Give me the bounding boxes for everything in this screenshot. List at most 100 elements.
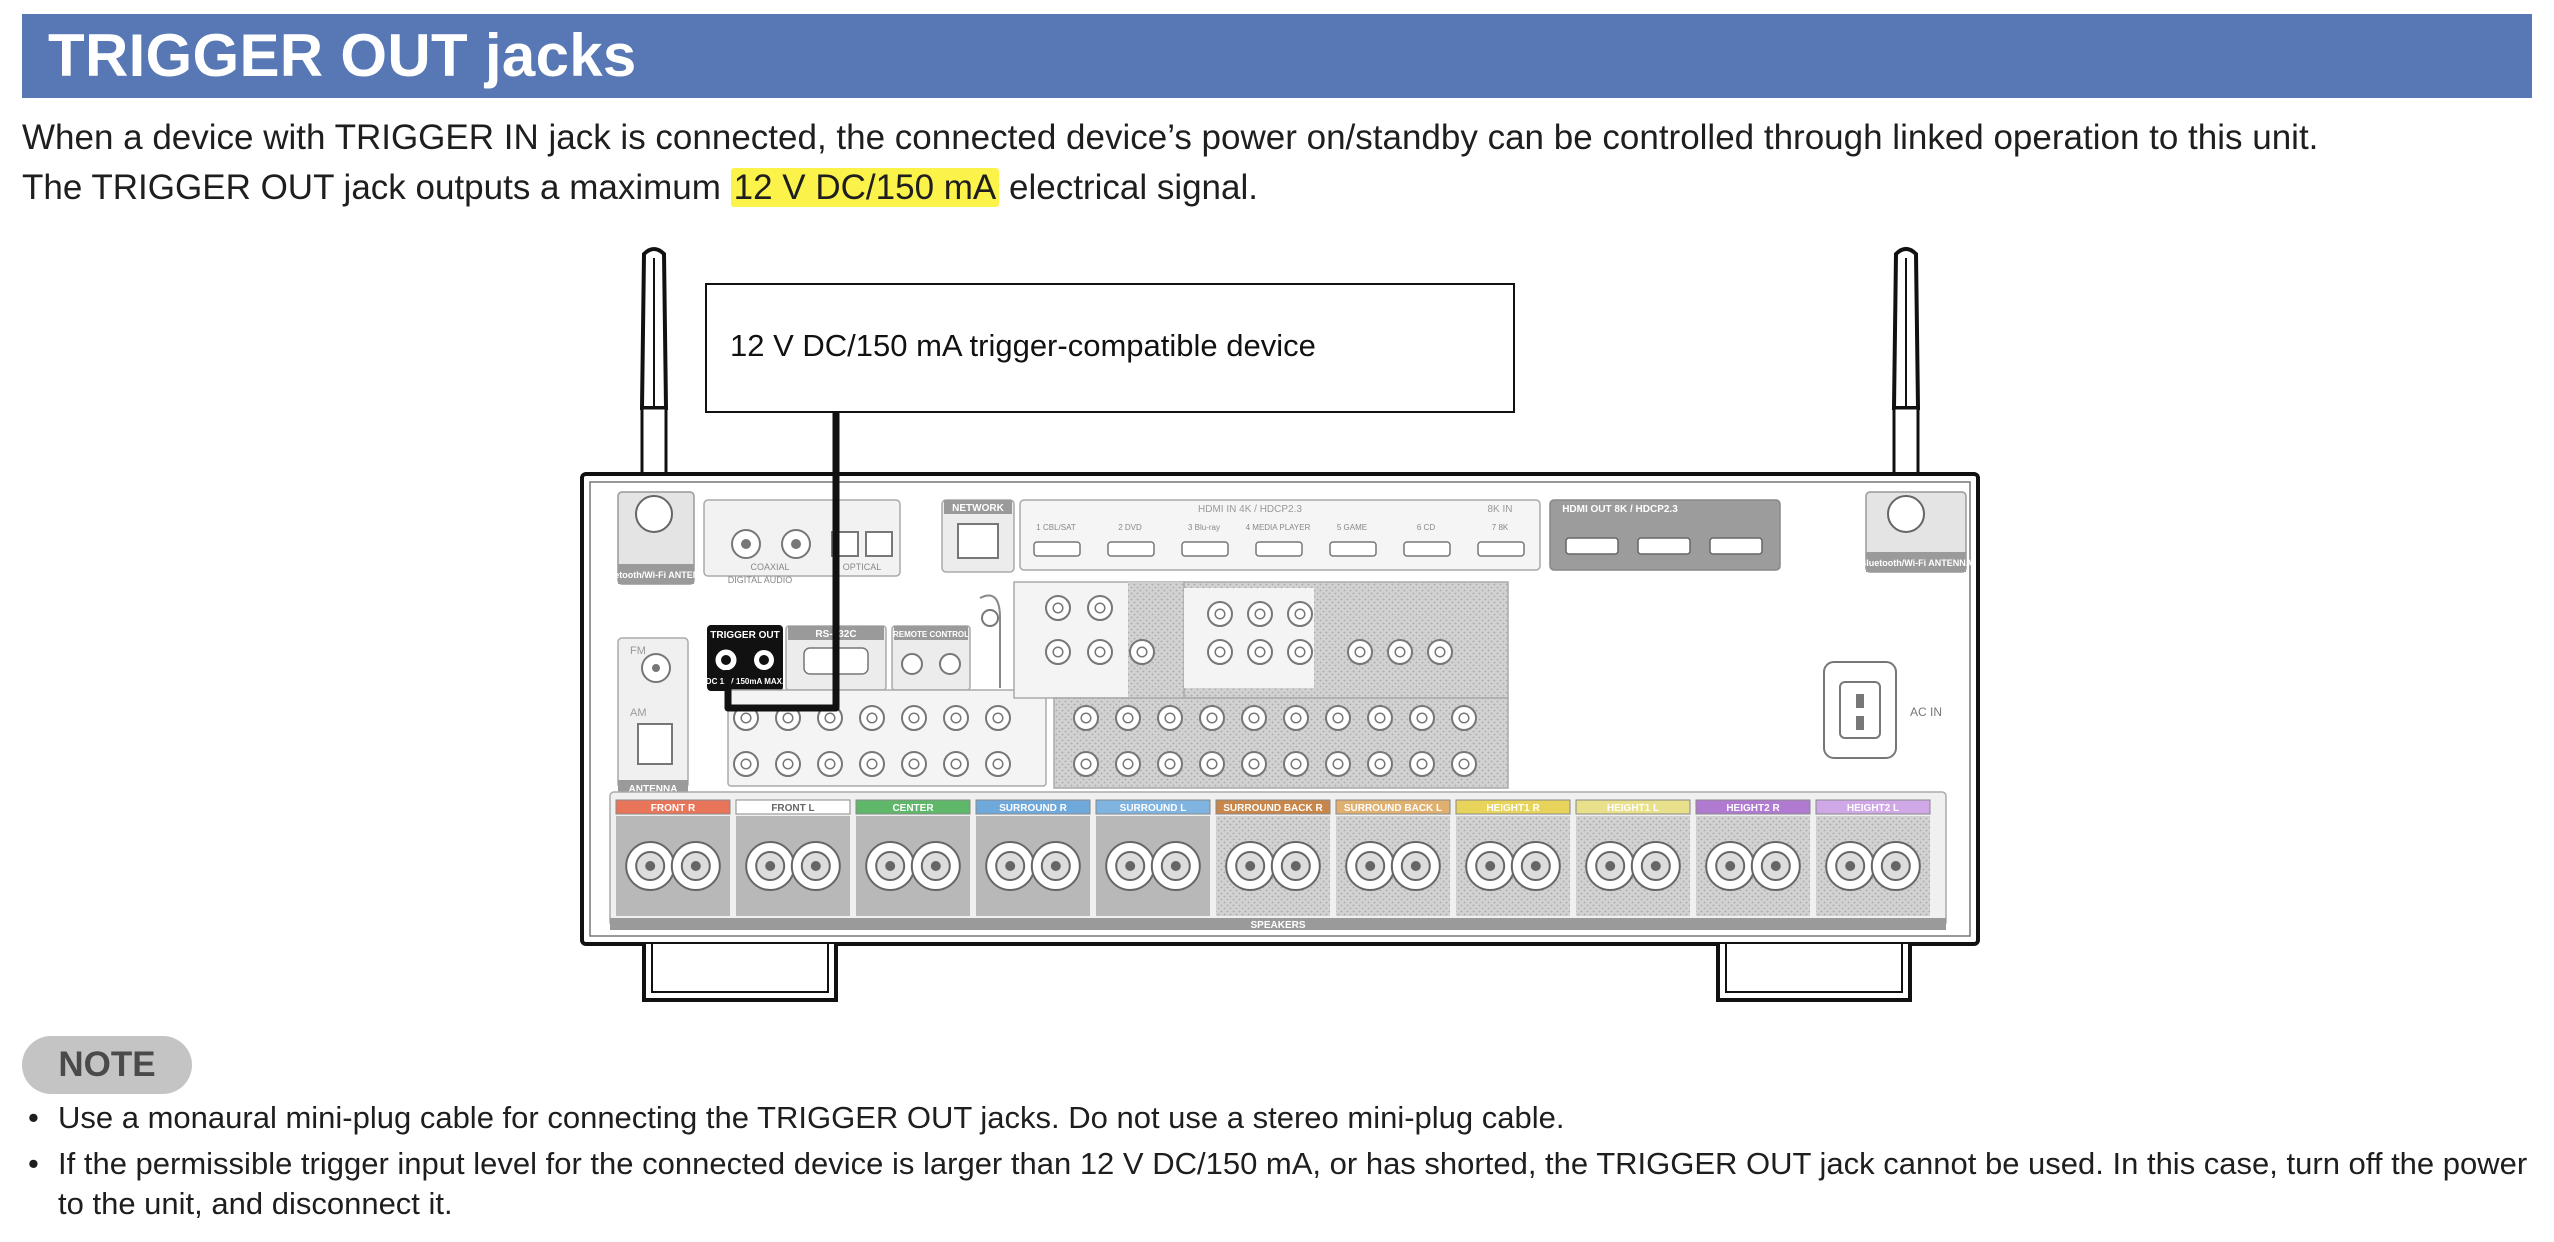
trigger-device-box: [705, 283, 1515, 413]
note-item: • Use a monaural mini-plug cable for con…: [22, 1098, 2532, 1138]
rca-jack: [733, 751, 759, 777]
rca-jack: [1087, 595, 1113, 621]
hdmi-port: [1107, 541, 1155, 557]
hdmi-port: [1403, 541, 1451, 557]
rca-jack: [1199, 705, 1225, 731]
rca-jack: [1287, 601, 1313, 627]
rca-jack: [1287, 639, 1313, 665]
speaker-channel-label: HEIGHT2 R: [1726, 803, 1780, 814]
highlighted-spec: 12 V DC/150 mA: [730, 168, 1000, 207]
speaker-channel-label: FRONT L: [771, 803, 814, 814]
rca-jack: [1045, 595, 1071, 621]
rca-jack: [1115, 705, 1141, 731]
speaker-channel-tab: [1575, 799, 1691, 815]
am-label: AM: [630, 707, 647, 719]
foot-left: [642, 944, 838, 1002]
video-jacks: [1045, 595, 1477, 777]
trigger-spec-label: DC 12V 150mA MAX.: [706, 677, 784, 686]
rca-jack: [901, 705, 927, 731]
remote-control-label: REMOTE CONTROL: [893, 630, 969, 639]
rca-jack: [1325, 751, 1351, 777]
rca-jack: [1073, 751, 1099, 777]
rca-jack: [1157, 705, 1183, 731]
bullet-icon: •: [28, 1146, 39, 1181]
speaker-channel-tab: [1815, 799, 1931, 815]
speaker-channel-tab: [1695, 799, 1811, 815]
rca-jack: [1367, 751, 1393, 777]
rca-jack: [1241, 705, 1267, 731]
hdmi-input-label: 4 MEDIA PLAYER: [1246, 523, 1311, 532]
rca-jack: [1451, 705, 1477, 731]
speaker-channel-label: SURROUND L: [1120, 803, 1187, 814]
rca-jack: [985, 751, 1011, 777]
note-item-text: Use a monaural mini-plug cable for conne…: [58, 1100, 1565, 1135]
connection-diagram: Bluetooth/Wi-Fi ANTENNA Bluetooth/Wi-Fi …: [580, 247, 1980, 1002]
hdmi-input-label: 7 8K: [1492, 523, 1509, 532]
hdmi-input-label: 5 GAME: [1337, 523, 1367, 532]
network-label: NETWORK: [952, 503, 1004, 514]
speaker-channel-tab: [735, 799, 851, 815]
hdmi-input-label: 1 CBL/SAT: [1036, 523, 1076, 532]
hdmi-8k-label: 8K IN: [1487, 504, 1512, 515]
note-list: • Use a monaural mini-plug cable for con…: [22, 1098, 2532, 1230]
digital-audio-label: DIGITAL AUDIO: [728, 575, 793, 585]
hdmi-port: [1033, 541, 1081, 557]
rca-jack: [817, 751, 843, 777]
device-label: 12 V DC/150 mA trigger-compatible device: [730, 328, 1316, 363]
intro-line-2-start: The TRIGGER OUT jack outputs a maximum: [22, 168, 731, 207]
rca-jack: [1427, 639, 1453, 665]
trigger-cable: [724, 412, 840, 712]
antenna-section-label: ANTENNA: [629, 784, 678, 795]
speaker-channel-label: FRONT R: [651, 803, 696, 814]
speaker-channel-label: SURROUND R: [999, 803, 1068, 814]
speaker-channel-label: HEIGHT1 L: [1607, 803, 1659, 814]
rca-jack: [901, 751, 927, 777]
rca-jack: [1283, 705, 1309, 731]
rca-jack: [1247, 601, 1273, 627]
antenna-left-label: Bluetooth/Wi-Fi ANTENNA: [600, 570, 713, 580]
speaker-channel-tab: [1335, 799, 1451, 815]
speaker-channel-label: HEIGHT1 R: [1486, 803, 1540, 814]
antenna-right-label: Bluetooth/Wi-Fi ANTENNA: [1860, 558, 1973, 568]
rca-jack: [859, 751, 885, 777]
rca-jack: [1115, 751, 1141, 777]
speaker-channel-label: SURROUND BACK L: [1344, 803, 1442, 814]
rca-jack: [775, 751, 801, 777]
rca-jack: [1409, 705, 1435, 731]
coaxial-label: COAXIAL: [750, 562, 789, 572]
trigger-out-panel-label: TRIGGER OUT: [710, 630, 779, 641]
note-badge: NOTE: [22, 1036, 192, 1094]
speaker-channel-label: SURROUND BACK R: [1223, 803, 1323, 814]
speakers-label: SPEAKERS: [1250, 920, 1305, 931]
rca-jack: [1387, 639, 1413, 665]
intro-line-2: The TRIGGER OUT jack outputs a maximum 1…: [22, 165, 1258, 211]
speaker-channel-tab: [1455, 799, 1571, 815]
ac-in-label: AC IN: [1910, 705, 1942, 719]
rca-jack: [1207, 601, 1233, 627]
title-bar: TRIGGER OUT jacks: [22, 14, 2532, 98]
hdmi-in-label: HDMI IN 4K / HDCP2.3: [1198, 504, 1302, 515]
rca-jack: [1241, 751, 1267, 777]
rca-jack: [943, 705, 969, 731]
rca-jack: [985, 705, 1011, 731]
rca-jack: [1087, 639, 1113, 665]
speaker-channel-tab: [1215, 799, 1331, 815]
hdmi-port: [1255, 541, 1303, 557]
hdmi-input-label: 2 DVD: [1118, 523, 1142, 532]
speaker-channel-tab: [975, 799, 1091, 815]
rca-jack: [1073, 705, 1099, 731]
fm-label: FM: [630, 645, 646, 657]
intro-line-2-end: electrical signal.: [999, 168, 1258, 207]
antenna-left: [639, 247, 669, 480]
rca-jack: [1325, 705, 1351, 731]
speaker-channel-tab: [615, 799, 731, 815]
optical-label: OPTICAL: [843, 562, 882, 572]
hdmi-input-label: 6 CD: [1417, 523, 1435, 532]
rca-jack: [1409, 751, 1435, 777]
hdmi-out-label: HDMI OUT 8K / HDCP2.3: [1562, 504, 1678, 515]
rca-jack: [859, 705, 885, 731]
rca-jack: [1247, 639, 1273, 665]
bullet-icon: •: [28, 1100, 39, 1135]
rca-jack: [1157, 751, 1183, 777]
intro-line-1: When a device with TRIGGER IN jack is co…: [22, 118, 2319, 157]
